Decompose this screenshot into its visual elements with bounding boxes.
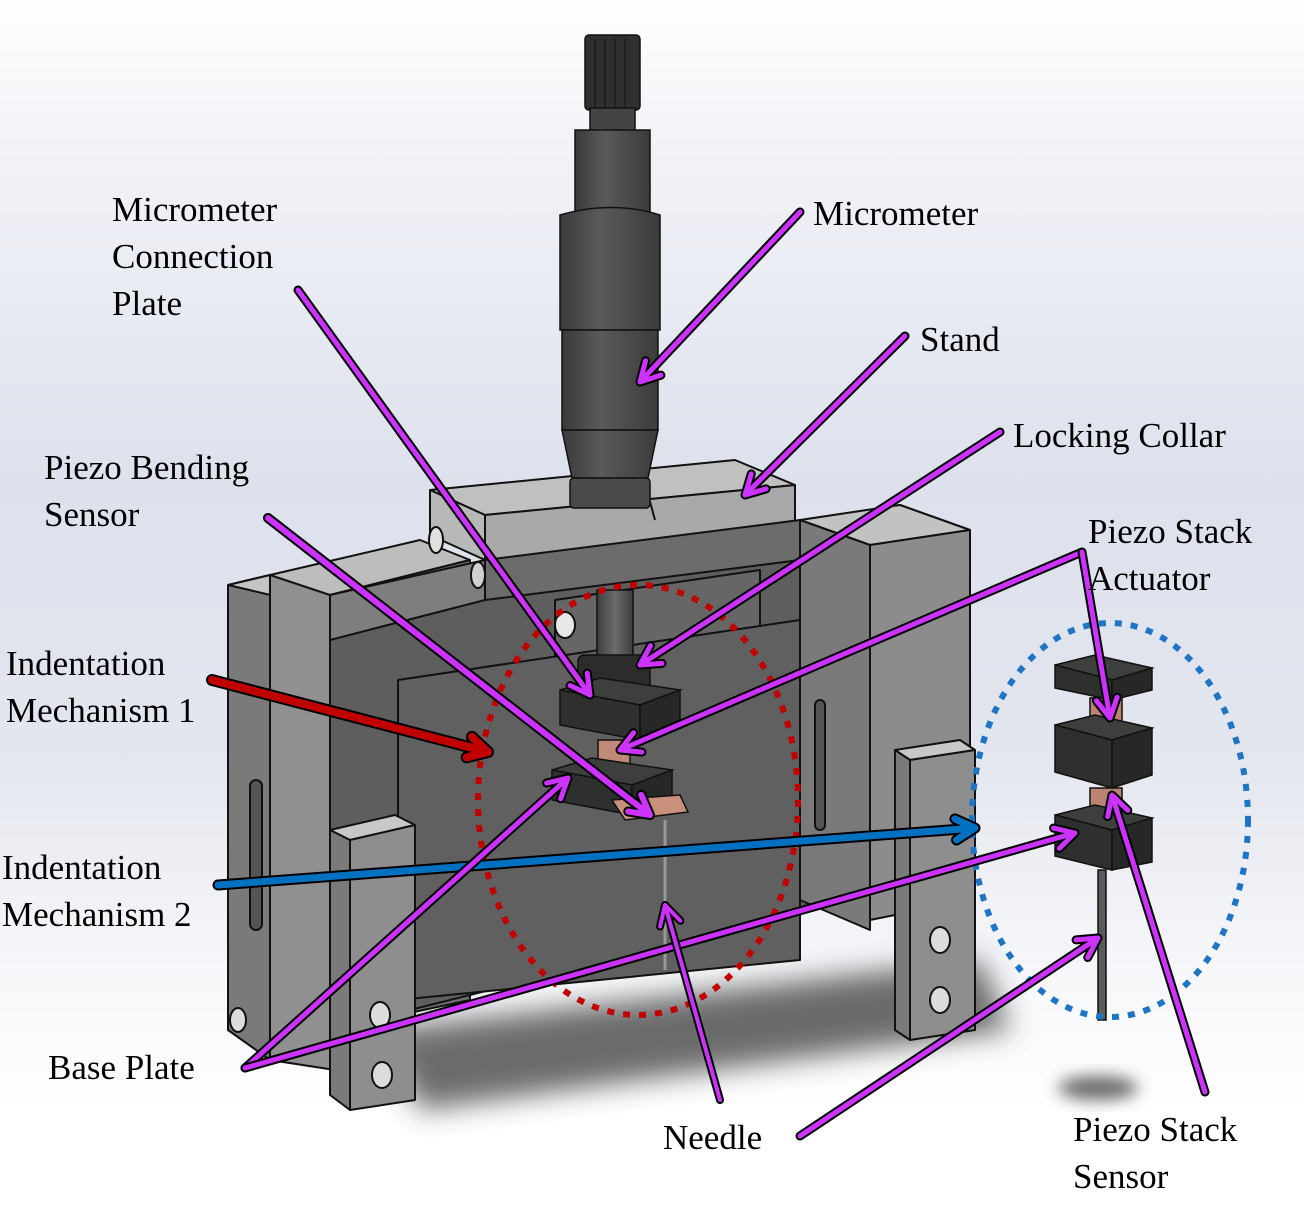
arrow-base-plate-1 [240,773,573,1073]
label-line: Locking Collar [1013,416,1226,455]
label-base-plate: Base Plate [48,1044,195,1091]
arrow-stroke [214,815,979,889]
callout-arrows [206,207,1210,1141]
label-line: Plate [112,284,182,323]
arrow-stroke [637,209,803,385]
arrow-stroke [242,825,1078,1071]
arrow-needle-1 [656,901,724,1104]
label-line: Needle [663,1118,763,1157]
arrow-piezo-stack-sensor [1103,790,1210,1097]
arrow-base-plate-2 [240,823,1080,1073]
micrometer-body [559,34,661,666]
arrow-indentation-mechanism-1 [206,674,494,764]
label-line: Sensor [44,495,140,534]
label-piezo-bending-sensor: Piezo Bending Sensor [44,444,249,538]
label-line: Sensor [1073,1157,1169,1196]
arrow-stand [740,331,910,500]
arrow-piezo-stack-actuator-1 [615,547,1087,757]
label-line: Piezo Stack [1088,512,1253,551]
label-micrometer: Micrometer [813,190,978,237]
floor-shadow [380,960,1138,1110]
label-indentation-mechanism-1: Indentation Mechanism 1 [6,640,196,734]
arrow-micrometer [635,207,805,387]
arrow-stroke [265,515,653,818]
arrow-stroke [797,935,1101,1139]
arrow-stroke [208,676,492,762]
label-line: Actuator [1088,559,1211,598]
arrow-indentation-mechanism-2 [212,813,981,891]
label-piezo-stack-actuator: Piezo Stack Actuator [1088,508,1252,602]
label-line: Micrometer [112,190,278,229]
arrow-stroke [242,775,571,1071]
arrow-stroke [295,287,593,698]
arrow-locking-collar [635,427,1005,670]
mechanism-2-dotted-outline [969,620,1251,1020]
label-stand: Stand [920,316,1000,363]
label-line: Base Plate [48,1048,195,1087]
label-line: Piezo Bending [44,448,250,487]
arrow-stroke [637,429,1003,668]
arrow-stroke [1079,549,1120,721]
label-micrometer-connection-plate: Micrometer Connection Plate [112,186,277,327]
label-line: Connection [112,237,274,276]
arrow-piezo-stack-actuator-2 [1077,547,1122,723]
label-piezo-stack-sensor: Piezo Stack Sensor [1073,1106,1237,1200]
arrow-stroke [742,333,908,498]
arrow-needle-2 [795,933,1103,1141]
label-line: Stand [920,320,1000,359]
arrow-stroke [1105,792,1208,1095]
arrow-micrometer-connection-plate [293,285,595,700]
label-line: Indentation [2,848,162,887]
label-locking-collar: Locking Collar [1013,412,1226,459]
label-line: Mechanism 2 [2,895,192,934]
arrow-piezo-bending-sensor [263,513,655,820]
arrow-stroke [617,549,1085,755]
stand-frame [227,459,976,1111]
label-line: Mechanism 1 [6,691,196,730]
mechanism-1-dotted-outline [475,582,801,1018]
label-line: Micrometer [813,194,979,233]
label-needle: Needle [663,1114,762,1161]
label-indentation-mechanism-2: Indentation Mechanism 2 [2,844,192,938]
label-line: Indentation [6,644,166,683]
arrow-stroke [658,903,722,1102]
label-line: Piezo Stack [1073,1110,1238,1149]
